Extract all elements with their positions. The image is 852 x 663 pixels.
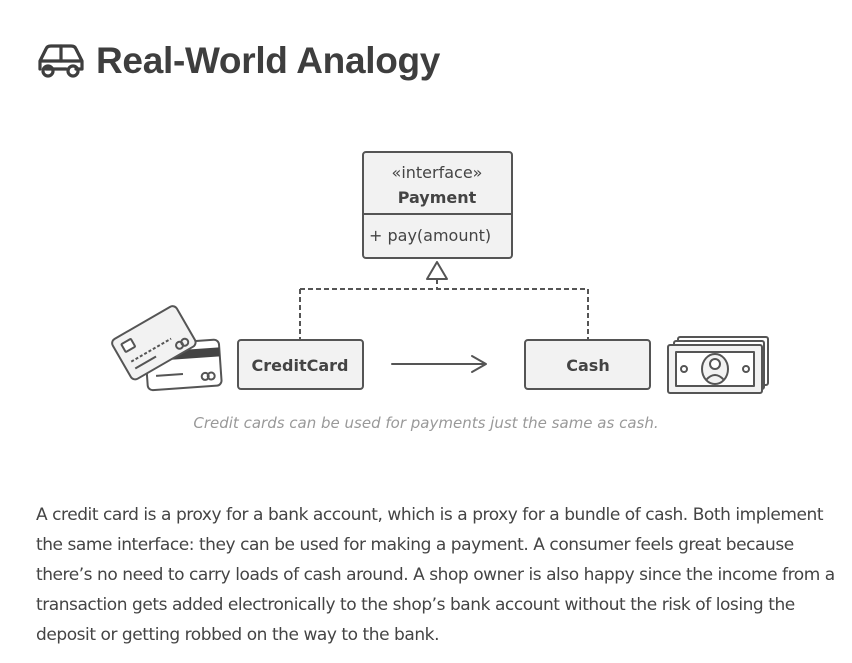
body-paragraph: A credit card is a proxy for a bank acco…	[36, 505, 835, 645]
diagram-caption: Credit cards can be used for payments ju…	[193, 414, 659, 432]
page-title: Real-World Analogy	[96, 40, 441, 81]
uml-diagram: «interface» Payment + pay(amount) Credit…	[111, 151, 769, 394]
realization-arrowhead	[426, 261, 448, 280]
interface-stereotype: «interface»	[392, 163, 483, 182]
interface-name: Payment	[398, 188, 477, 207]
association-arrow	[391, 355, 487, 373]
creditcard-label: CreditCard	[252, 356, 349, 375]
realization-connector	[299, 279, 589, 339]
creditcard-class-box: CreditCard	[237, 339, 364, 390]
car-icon	[38, 44, 84, 78]
cash-bundle-illustration	[667, 336, 769, 394]
cash-class-box: Cash	[524, 339, 651, 390]
interface-method: + pay(amount)	[369, 226, 491, 245]
section-heading: Real-World Analogy	[36, 36, 440, 86]
payment-interface-box: «interface» Payment + pay(amount)	[362, 151, 513, 259]
credit-cards-illustration	[111, 305, 223, 392]
cash-label: Cash	[566, 356, 609, 375]
